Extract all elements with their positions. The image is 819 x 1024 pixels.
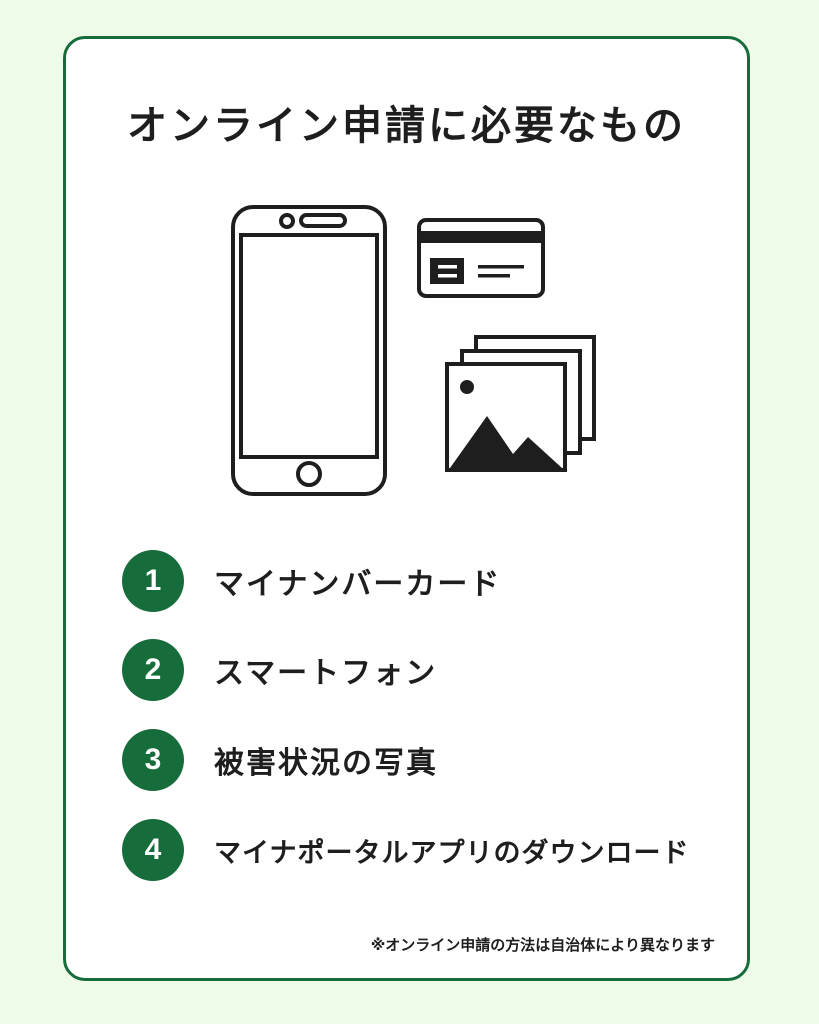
- item-label: マイナポータルアプリのダウンロード: [214, 837, 690, 869]
- item-number-badge: 3: [122, 729, 184, 791]
- smartphone-icon: [231, 205, 387, 496]
- page-title: オンライン申請に必要なもの: [127, 103, 686, 149]
- list-item: 3 被害状況の写真: [122, 729, 438, 791]
- photos-icon: [445, 335, 596, 472]
- footnote: ※オンライン申請の方法は自治体により異なります: [370, 936, 715, 954]
- item-number-badge: 2: [122, 639, 184, 701]
- item-number-badge: 1: [122, 550, 184, 612]
- list-item: 2 スマートフォン: [122, 639, 437, 701]
- item-number-badge: 4: [122, 819, 184, 881]
- item-label: マイナンバーカード: [214, 567, 502, 602]
- list-item: 4 マイナポータルアプリのダウンロード: [122, 819, 689, 881]
- list-item: 1 マイナンバーカード: [122, 550, 501, 612]
- id-card-icon: [417, 218, 545, 298]
- illustration: [231, 205, 596, 496]
- item-label: スマートフォン: [214, 656, 438, 691]
- item-label: 被害状況の写真: [214, 746, 438, 781]
- info-card: オンライン申請に必要なもの 1 マ: [63, 36, 750, 981]
